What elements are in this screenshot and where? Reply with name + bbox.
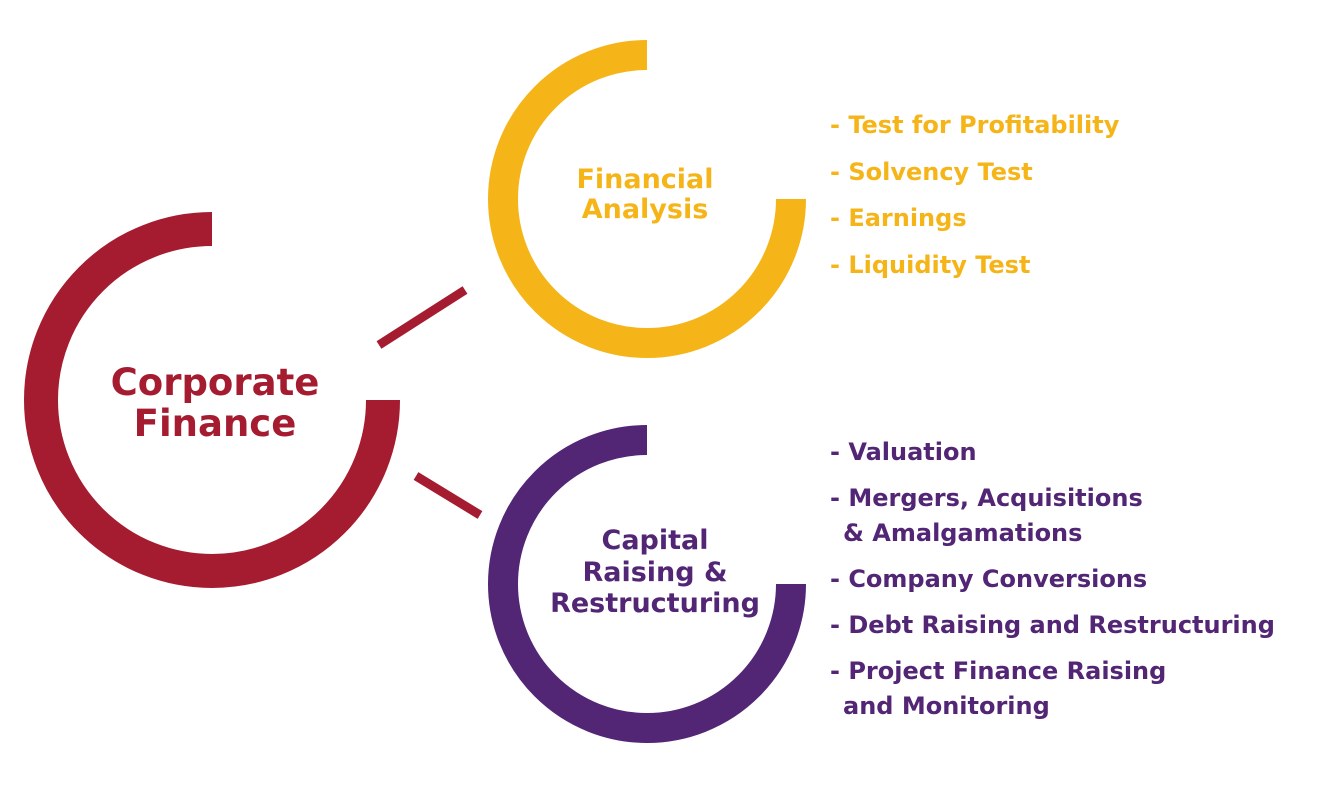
financial-analysis-label: Financial Analysis xyxy=(540,164,750,226)
capital-raising-label-line: Capital xyxy=(601,525,709,556)
capital-raising-label: Capital Raising & Restructuring xyxy=(520,525,790,620)
list-item: - Valuation xyxy=(830,436,1275,469)
capital-raising-label-line: Raising & xyxy=(582,556,728,588)
corporate-finance-label: Corporate Finance xyxy=(60,362,370,445)
list-item: - Earnings xyxy=(830,203,1119,234)
list-item: - Solvency Test xyxy=(830,157,1119,188)
list-item: - Test for Profitability xyxy=(830,110,1119,141)
list-item-text: - Company Conversions xyxy=(830,565,1148,593)
list-item-text: - Test for Profitability xyxy=(830,111,1120,139)
corporate-finance-ring xyxy=(24,212,400,588)
corporate-finance-label-line: Finance xyxy=(133,402,297,446)
connector-to-financial-analysis xyxy=(376,286,468,349)
list-item: - Liquidity Test xyxy=(830,250,1119,281)
financial-analysis-ring xyxy=(488,40,806,358)
list-item: - Company Conversions xyxy=(830,563,1275,596)
list-item-text: - Debt Raising and Restructuring xyxy=(830,611,1275,639)
list-item-text: - Project Finance Raising xyxy=(830,657,1167,685)
list-item: - Project Finance Raising and Monitoring xyxy=(830,655,1275,723)
capital-raising-label-line: Restructuring xyxy=(550,588,760,620)
financial-analysis-label-line: Analysis xyxy=(581,194,709,226)
capital-raising-ring xyxy=(488,425,806,743)
list-item-text: - Solvency Test xyxy=(830,157,1033,186)
list-item-text: - Earnings xyxy=(830,204,967,232)
corporate-finance-label-line: Corporate xyxy=(110,361,320,404)
list-item-text: - Liquidity Test xyxy=(830,250,1031,279)
list-item-text: - Valuation xyxy=(830,438,977,466)
list-item: - Debt Raising and Restructuring xyxy=(830,609,1275,642)
list-item-text-continuation: & Amalgamations xyxy=(843,519,1083,547)
capital-raising-list: - Valuation - Mergers, Acquisitions & Am… xyxy=(830,436,1275,736)
connector-to-capital-raising xyxy=(413,472,483,519)
financial-analysis-label-line: Financial xyxy=(576,164,714,195)
list-item: - Mergers, Acquisitions & Amalgamations xyxy=(830,482,1275,550)
list-item-text-continuation: and Monitoring xyxy=(843,692,1050,720)
list-item-text: - Mergers, Acquisitions xyxy=(830,484,1143,512)
financial-analysis-list: - Test for Profitability - Solvency Test… xyxy=(830,110,1119,296)
